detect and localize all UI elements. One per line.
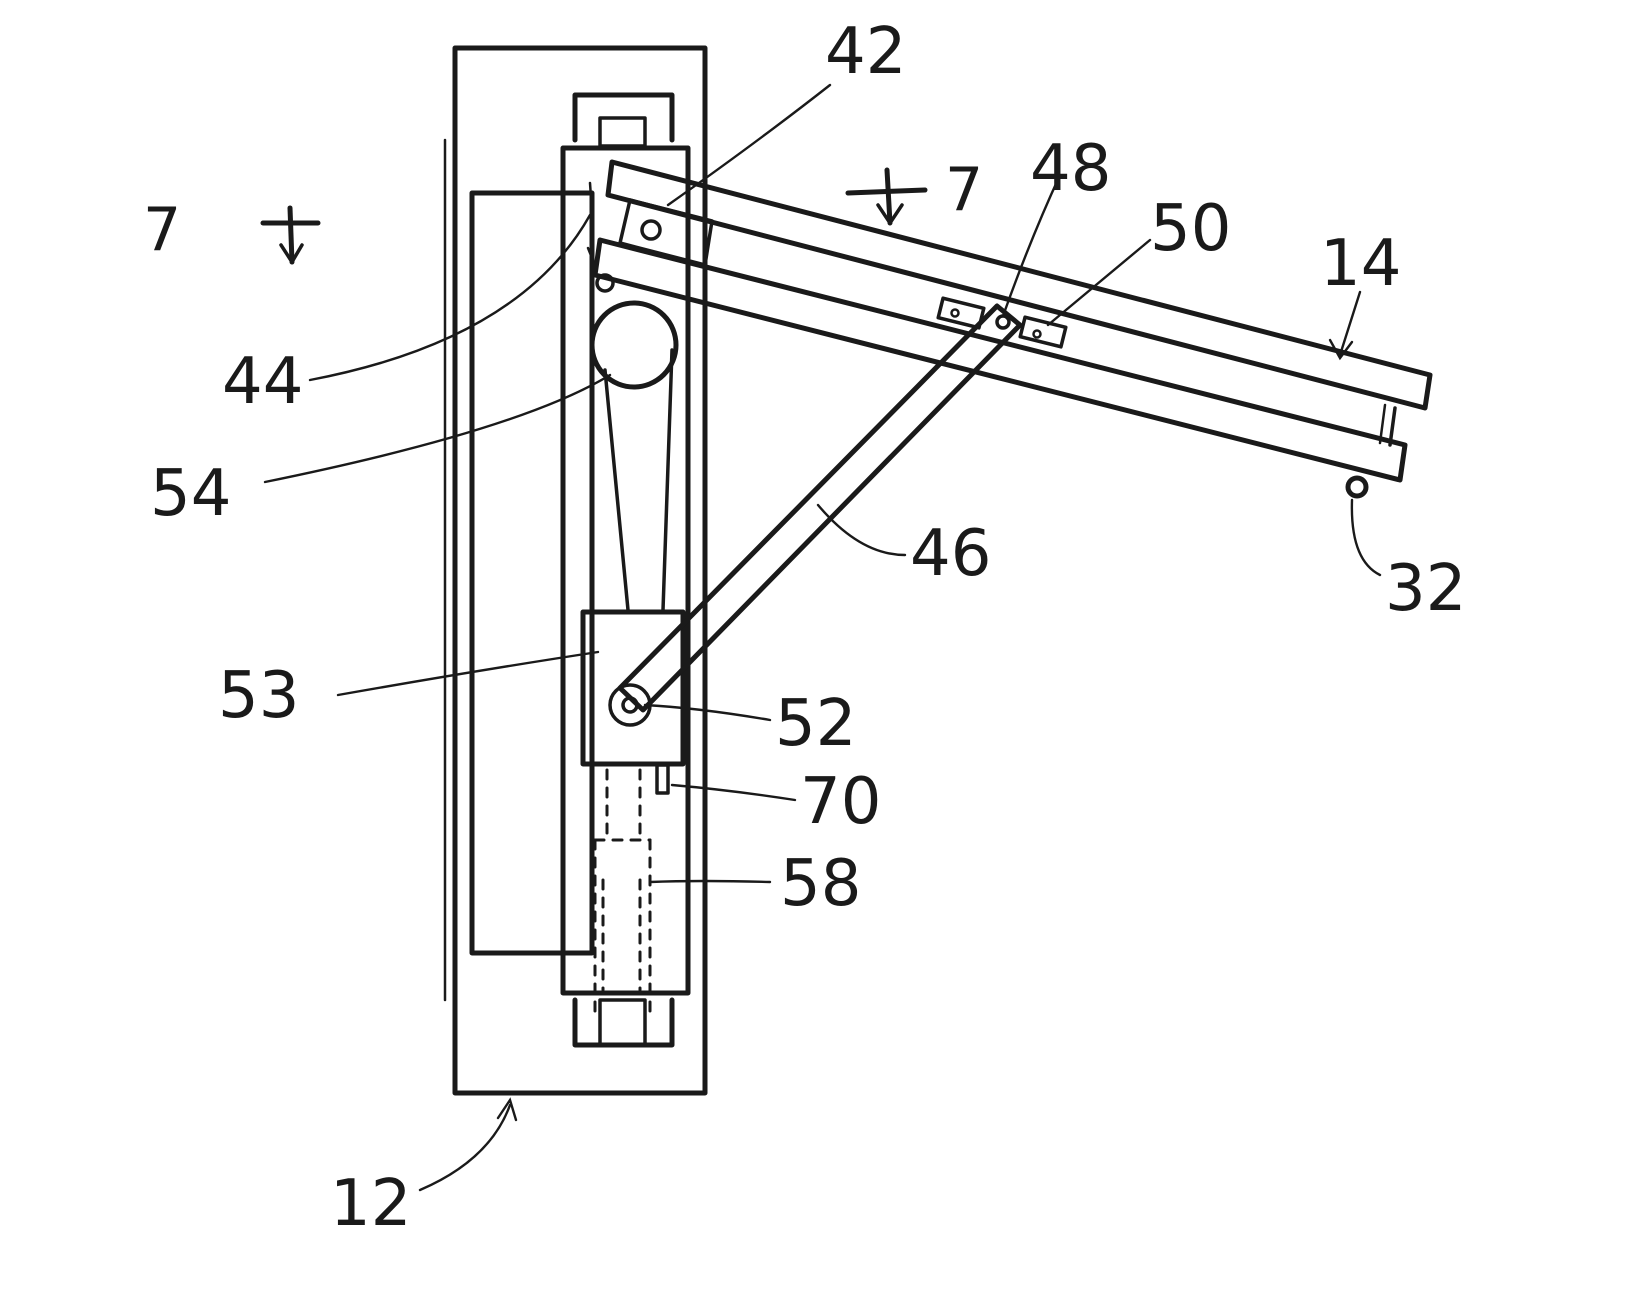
numeral-46: 46 — [910, 517, 991, 591]
numeral-53: 53 — [218, 659, 299, 733]
numeral-42: 42 — [825, 15, 906, 89]
pulley — [592, 303, 676, 610]
numeral-48: 48 — [1030, 132, 1111, 206]
numeral-32: 32 — [1385, 552, 1466, 626]
strut-bracket — [938, 298, 1066, 347]
numeral-54: 54 — [150, 457, 231, 531]
section-numeral-right: 7 — [945, 155, 983, 225]
caster — [1348, 478, 1366, 496]
numeral-50: 50 — [1150, 192, 1231, 266]
section-numeral-left: 7 — [143, 195, 181, 265]
numeral-52: 52 — [775, 687, 856, 761]
reference-numerals: 42 44 48 50 14 54 46 32 53 52 70 58 12 — [150, 15, 1466, 1241]
numeral-58: 58 — [780, 847, 861, 921]
numeral-70: 70 — [800, 765, 881, 839]
screw-housing — [595, 770, 650, 1020]
section-mark-right: 7 — [848, 155, 983, 225]
section-mark-left: 7 — [143, 195, 318, 265]
numeral-44: 44 — [222, 345, 303, 419]
numeral-14: 14 — [1320, 227, 1401, 301]
numeral-12: 12 — [330, 1167, 411, 1241]
